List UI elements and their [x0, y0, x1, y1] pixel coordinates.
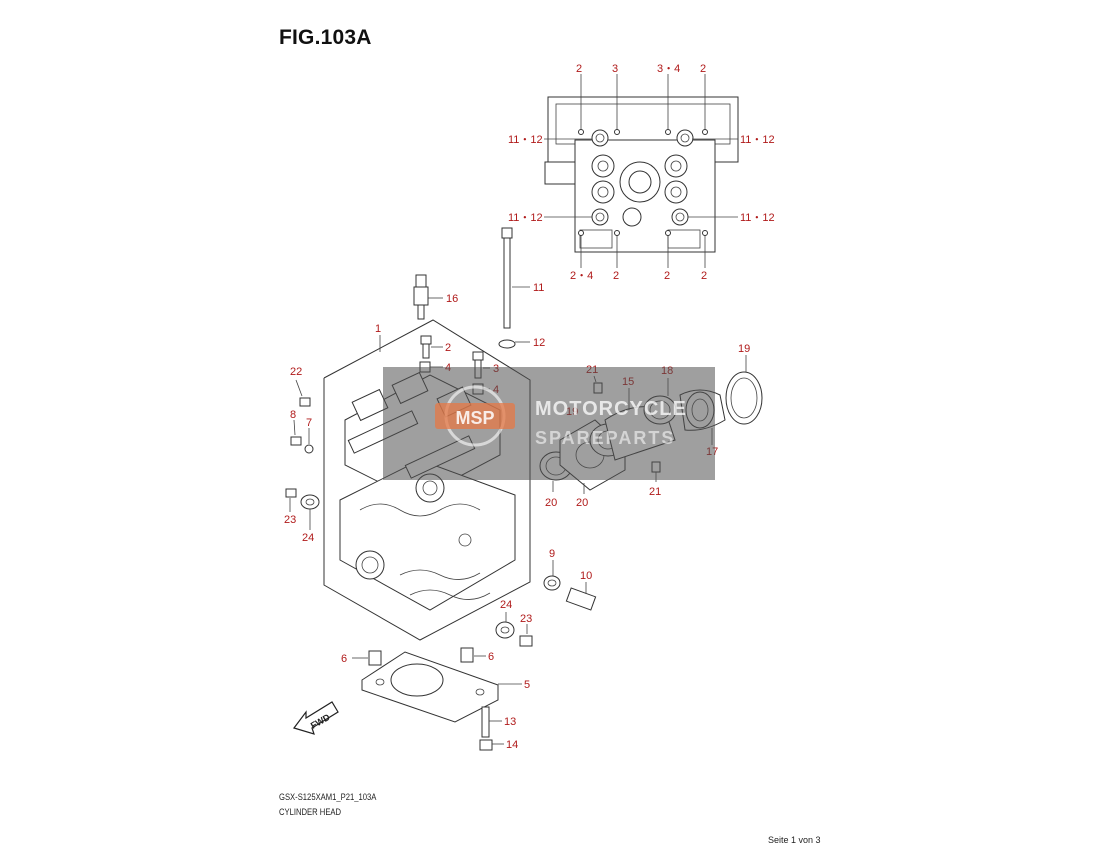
- cylinder-head-outline: [323, 319, 531, 641]
- watermark-text-line2: SPAREPARTS: [535, 428, 676, 448]
- head-gasket-and-studs: [352, 647, 522, 751]
- callout-12: 12: [533, 337, 545, 349]
- section-name: CYLINDER HEAD: [279, 807, 342, 817]
- callout-13: 13: [504, 716, 516, 728]
- watermark-logo-icon: MSP: [435, 385, 515, 447]
- right-small-parts: [495, 560, 597, 647]
- callout-22: 22: [290, 366, 302, 378]
- callout-23a: 23: [284, 514, 296, 526]
- callout-top-2c: 2: [613, 270, 619, 282]
- callout-9: 9: [549, 548, 555, 560]
- callout-21b: 21: [649, 486, 661, 498]
- callout-top-3-4: 3・4: [657, 63, 680, 75]
- callout-10: 10: [580, 570, 592, 582]
- callout-top-2a: 2: [576, 63, 582, 75]
- callout-11: 11: [533, 282, 544, 294]
- callout-5: 5: [524, 679, 530, 691]
- callout-top-2b: 2: [700, 63, 706, 75]
- callout-23b: 23: [520, 613, 532, 625]
- callout-24b: 24: [500, 599, 512, 611]
- callout-top-2e: 2: [701, 270, 707, 282]
- callout-19b: 19: [738, 343, 750, 355]
- callout-top-3: 3: [612, 63, 618, 75]
- fwd-arrow-icon: FWD: [293, 701, 339, 735]
- left-small-parts: [285, 379, 320, 530]
- callout-top-11-12c: 11・12: [508, 212, 543, 224]
- callout-14: 14: [506, 739, 518, 751]
- head-bolt-long: [498, 227, 530, 349]
- callout-6a: 6: [341, 653, 347, 665]
- callout-18: 20: [576, 497, 588, 509]
- callout-top-2-4: 2・4: [570, 270, 593, 282]
- callout-1: 1: [375, 323, 381, 335]
- callout-2: 2: [445, 342, 451, 354]
- spark-plug: [413, 274, 443, 320]
- callout-top-11-12a: 11・12: [508, 134, 543, 146]
- watermark-text-line1: MOTORCYCLE: [535, 398, 687, 420]
- callout-top-11-12d: 11・12: [740, 212, 775, 224]
- callout-top-2d: 2: [664, 270, 670, 282]
- top-view-cylinder-head: [544, 74, 739, 268]
- page-number: Seite 1 von 3: [768, 835, 821, 845]
- callout-15: 16: [446, 293, 458, 305]
- svg-text:MSP: MSP: [455, 408, 494, 428]
- callout-top-11-12b: 11・12: [740, 134, 775, 146]
- figure-title: FIG.103A: [279, 26, 372, 49]
- callout-7: 7: [306, 417, 312, 429]
- model-code: GSX-S125XAM1_P21_103A: [279, 792, 377, 802]
- callout-20b: 20: [545, 497, 557, 509]
- callout-24a: 24: [302, 532, 314, 544]
- callout-8: 8: [290, 409, 296, 421]
- callout-6b: 6: [488, 651, 494, 663]
